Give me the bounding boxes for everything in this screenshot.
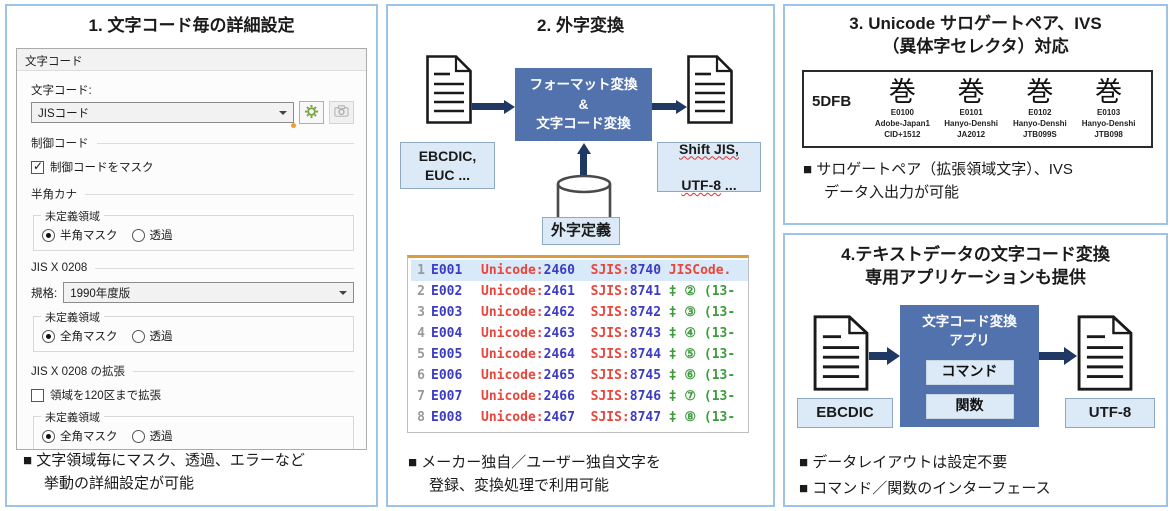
panel-unicode-ivs: 3. Unicode サロゲートペア、IVS （異体字セレクタ）対応 5DFB … [783, 4, 1168, 225]
section-control-code: 制御コード [31, 135, 354, 151]
standard-dropdown-value: 1990年度版 [70, 287, 131, 300]
zenkaku-mask-label: 全角マスク [60, 331, 118, 343]
arrow-right-icon [472, 103, 504, 110]
gaiji-definition-label: 外字定義 [542, 217, 620, 245]
document-icon [1077, 315, 1133, 396]
hankaku-mask-radio[interactable] [42, 228, 55, 242]
panel2-title: 2. 外字変換 [537, 16, 624, 35]
arrow-up-icon [580, 154, 587, 179]
hankaku-pass-radio[interactable] [131, 228, 145, 242]
dialog-tab-charcode: 文字コード [17, 49, 366, 71]
chevron-down-icon [339, 290, 347, 295]
ext-zenkaku-mask-label: 全角マスク [60, 431, 118, 443]
input-encoding-label: EBCDIC [797, 398, 893, 428]
arrow-right-icon [869, 352, 887, 360]
smart-tag-dot [291, 123, 296, 128]
format-conversion-box: フォーマット変換 & 文字コード変換 [515, 68, 652, 141]
panel1-title: 1. 文字コード毎の詳細設定 [88, 16, 295, 35]
undefined-area-group-2: 未定義領域 全角マスク 透過 [33, 309, 354, 352]
section-hankaku-kana: 半角カナ [31, 186, 354, 202]
charcode-field-label: 文字コード: [31, 85, 92, 97]
document-icon [687, 55, 733, 129]
arrow-right-icon [652, 103, 676, 110]
document-icon [813, 315, 869, 396]
panel3-title: 3. Unicode サロゲートペア、IVS （異体字セレクタ）対応 [849, 14, 1102, 56]
output-encoding-label: UTF-8 [1065, 398, 1155, 428]
standard-dropdown[interactable]: 1990年度版 [63, 282, 354, 303]
panel2-note: ■ メーカー独自／ユーザー独自文字を 登録、変換処理で利用可能 [408, 453, 661, 494]
undefined-area-group-3: 未定義領域 全角マスク 透過 [33, 409, 354, 449]
ivs-codepoint: 5DFB [812, 93, 852, 110]
undefined-area-label: 未定義領域 [41, 409, 104, 425]
command-interface-box: コマンド [925, 359, 1014, 385]
charcode-dropdown[interactable]: JISコード [31, 102, 294, 123]
section-jisx0208-extension: JIS X 0208 の拡張 [31, 363, 354, 379]
undefined-area-group-1: 未定義領域 半角マスク 透過 [33, 208, 354, 251]
section-jisx0208: JIS X 0208 [31, 262, 354, 274]
panel-conversion-app: 4.テキストデータの文字コード変換 専用アプリケーションも提供 EBCDIC 文… [783, 233, 1168, 507]
conversion-app-box: 文字コード変換 アプリ コマンド 関数 [900, 305, 1039, 427]
undefined-area-label: 未定義領域 [41, 309, 104, 325]
zenkaku-pass-label: 透過 [149, 331, 173, 343]
extend-120-checkbox[interactable] [31, 388, 44, 402]
ext-pass-label: 透過 [149, 431, 173, 443]
mask-control-code-checkbox[interactable] [31, 159, 44, 174]
mask-control-code-label: 制御コードをマスク [50, 162, 154, 174]
panel-gaiji-conversion: 2. 外字変換 EBCDIC, EUC ... フォーマット変換 & 文字コード… [386, 4, 775, 507]
extend-120-label: 領域を120区まで拡張 [50, 390, 162, 402]
panel3-note: ■ サロゲートペア（拡張領域文字）、IVS データ入出力が可能 [803, 161, 1073, 202]
zenkaku-mask-radio[interactable] [42, 329, 55, 343]
document-icon [426, 55, 472, 129]
input-encoding-label: EBCDIC, EUC ... [400, 142, 495, 189]
snapshot-button-disabled[interactable] [329, 101, 354, 124]
charcode-settings-dialog: 文字コード 文字コード: JISコード 制御コード [16, 48, 367, 450]
hankaku-mask-label: 半角マスク [60, 230, 118, 242]
ext-pass-radio[interactable] [131, 429, 145, 443]
panel1-note: ■ 文字領域毎にマスク、透過、エラーなど 挙動の詳細設定が可能 [23, 451, 305, 492]
charcode-dropdown-value: JISコード [38, 107, 90, 120]
edit-codepage-button[interactable] [299, 101, 324, 124]
panel4-title: 4.テキストデータの文字コード変換 専用アプリケーションも提供 [841, 245, 1110, 287]
panel4-note: ■ データレイアウトは設定不要 ■ コマンド／関数のインターフェース [799, 454, 1051, 497]
hankaku-pass-label: 透過 [149, 230, 173, 242]
standard-label: 規格: [31, 287, 58, 300]
camera-icon [334, 105, 349, 120]
zenkaku-pass-radio[interactable] [131, 329, 145, 343]
output-encoding-label: Shift JIS, UTF-8 ... [657, 141, 761, 193]
undefined-area-label: 未定義領域 [41, 208, 104, 224]
function-interface-box: 関数 [925, 393, 1014, 419]
ext-zenkaku-mask-radio[interactable] [42, 429, 55, 443]
panel-charcode-settings: 1. 文字コード毎の詳細設定 文字コード 文字コード: JISコード [5, 4, 378, 507]
gear-icon [304, 104, 319, 122]
chevron-down-icon [279, 110, 287, 115]
arrow-right-icon [1039, 352, 1064, 360]
